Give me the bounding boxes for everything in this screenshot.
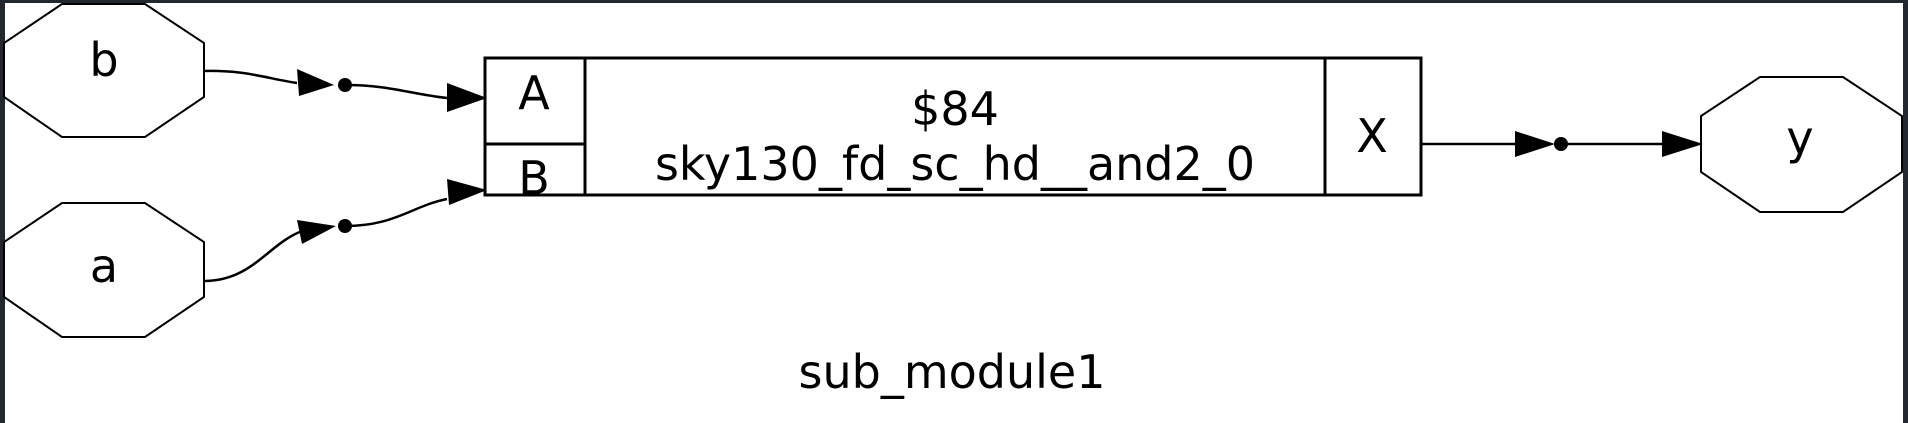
wire-a-arrow-2 [447, 179, 487, 205]
cell-and2[interactable]: A B $84 sky130_fd_sc_hd__and2_0 X [483, 56, 1423, 205]
port-y-shape [1700, 76, 1903, 213]
wire-b-arrow-1 [297, 69, 334, 96]
wire-b-to-a [203, 69, 487, 112]
port-a-shape [3, 202, 205, 338]
cell-id-label: $84 [911, 82, 999, 136]
cell-body [483, 56, 1423, 197]
cell-pin-b-label: B [518, 151, 550, 205]
wire-x-arrow-1 [1515, 131, 1555, 157]
wire-a-segment-1 [203, 229, 303, 283]
wire-x-to-y [1421, 131, 1703, 157]
wire-a-arrow-1 [297, 220, 336, 244]
port-b[interactable]: b [3, 3, 205, 138]
wire-x-arrow-2 [1662, 131, 1703, 157]
port-a[interactable]: a [3, 202, 205, 338]
wire-b-segment-2 [344, 83, 448, 100]
wire-b-arrow-2 [447, 83, 487, 112]
module-name-label: sub_module1 [799, 345, 1106, 399]
port-y-label: y [1786, 111, 1813, 165]
port-b-label: b [89, 33, 118, 87]
cell-pin-a-label: A [518, 66, 550, 120]
wire-b-segment-1 [203, 69, 298, 85]
diagram-background [5, 3, 1903, 423]
port-b-shape [3, 3, 205, 138]
port-a-label: a [90, 239, 118, 293]
cell-pin-x-label: X [1356, 109, 1388, 163]
cell-type-label: sky130_fd_sc_hd__and2_0 [655, 137, 1255, 191]
port-y[interactable]: y [1700, 76, 1903, 213]
wire-a-segment-2 [344, 197, 448, 228]
wire-a-to-b [203, 179, 487, 283]
